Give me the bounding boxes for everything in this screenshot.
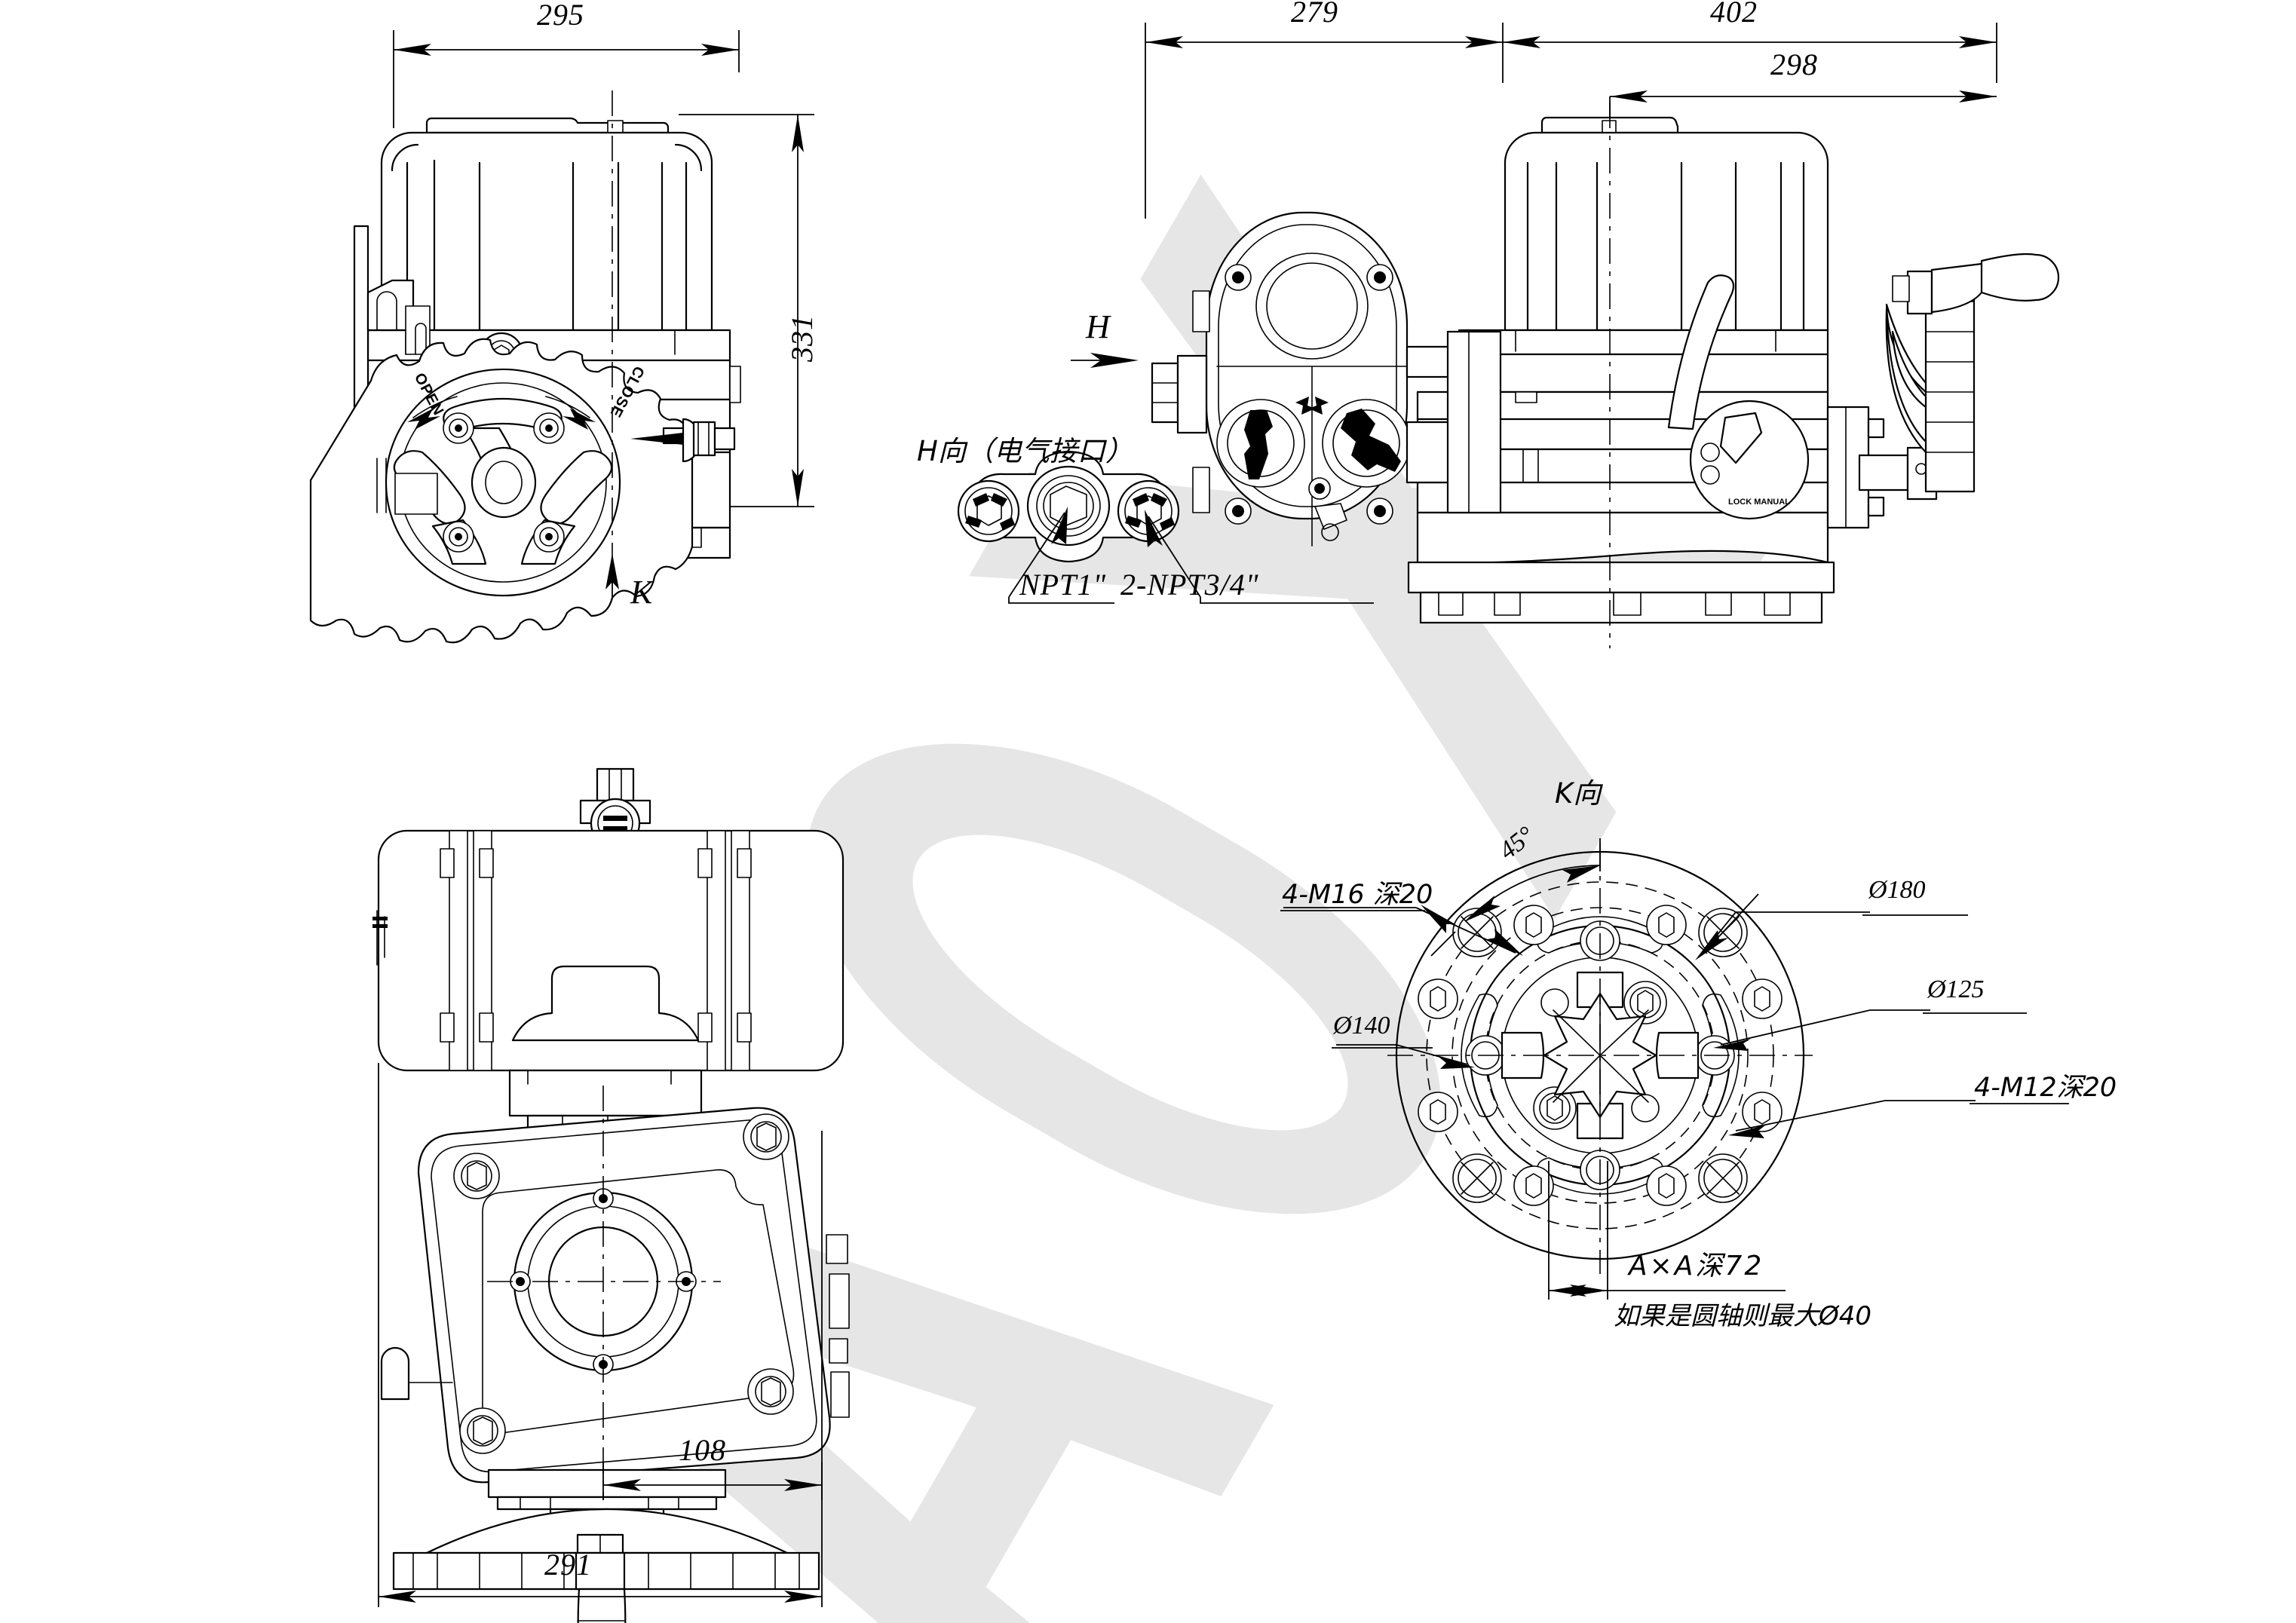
h-detail-title: H向（电气接口）: [917, 435, 1133, 467]
front-view: [309, 30, 814, 644]
callout-npt34: 2-NPT3/4": [1120, 568, 1259, 602]
dim-label-402: 402: [1710, 0, 1758, 29]
dim-279: [1145, 23, 1504, 219]
bottom-view: [372, 767, 850, 1623]
k-detail-view: [1280, 838, 2069, 1300]
callout-npt1: NPT1": [1019, 568, 1107, 602]
outer-socket-holes: [1418, 905, 1783, 1206]
callout-d140: Ø140: [1333, 1012, 1390, 1040]
dim-label-279: 279: [1291, 0, 1338, 29]
dim-label-291: 291: [544, 1548, 592, 1582]
side-view: [1071, 23, 2060, 648]
callout-d180: Ø180: [1868, 876, 1926, 904]
dim-295: [393, 30, 740, 128]
callout-4-m12: 4-M12深20: [1974, 1073, 2117, 1103]
callout-axa: A×A深72: [1629, 1251, 1764, 1282]
callout-round-shaft-note: 如果是圆轴则最大Ø40: [1614, 1301, 1872, 1331]
dim-291: [378, 1063, 823, 1607]
h-detail-view: [957, 450, 1374, 604]
view-arrow-label-k: K: [630, 574, 654, 611]
dim-label-298: 298: [1770, 47, 1818, 81]
callout-4-m16: 4-M16 深20: [1282, 880, 1433, 910]
k-detail-title: K向: [1555, 777, 1602, 810]
dim-402: [1503, 23, 1997, 83]
callout-d125: Ø125: [1927, 975, 1985, 1003]
dim-label-295: 295: [537, 0, 584, 32]
dim-label-108: 108: [679, 1433, 726, 1467]
view-arrow-label-h: H: [1086, 308, 1111, 345]
dim-label-331: 331: [785, 314, 819, 362]
selector-plate-label: LOCK MANUAL: [1728, 498, 1790, 507]
